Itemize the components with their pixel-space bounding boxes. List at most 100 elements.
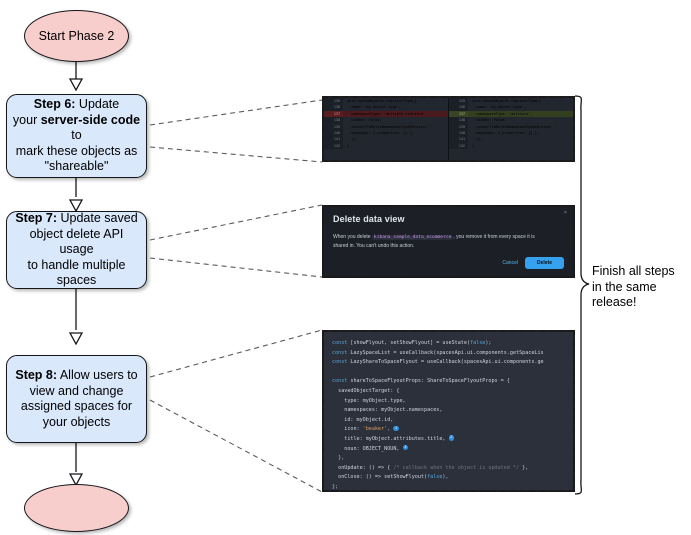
diff-line-number: 142 <box>449 142 468 150</box>
diff-line-number: 138 <box>449 117 468 124</box>
code-token: const <box>332 349 348 356</box>
diff-line-number: 139 <box>449 123 468 130</box>
diff-row: 136 name: 'my-object-type', <box>449 104 573 111</box>
diff-row: 140 mappings: { properties: {} }, <box>324 129 448 137</box>
node-finish-phase-2[interactable] <box>24 484 129 532</box>
modal-body-prefix: When you delete <box>333 234 372 240</box>
code-line: namespaces: myObject.namespaces, <box>332 406 565 416</box>
release-brace <box>574 95 590 495</box>
code-line: title: myObject.attributes.title, 2 <box>332 435 565 445</box>
code-token: onClose: () => setShowFlyout( <box>332 474 428 481</box>
modal-body: When you delete kibana_sample_data_ecomm… <box>333 233 548 250</box>
close-icon[interactable]: × <box>563 210 567 216</box>
code-token: 'beaker' <box>362 426 388 433</box>
code-annotation-badge: 2 <box>448 435 455 441</box>
code-line: type: myObject.type, <box>332 397 565 407</box>
code-token: , <box>387 426 394 433</box>
diff-row: 138 hidden: false, <box>449 117 573 124</box>
diff-line-code: core.savedObjects.registerType({ <box>472 99 542 103</box>
diff-line-number: 140 <box>324 129 343 137</box>
diff-line-number: 136 <box>324 104 343 111</box>
diff-line-code: } <box>472 143 475 148</box>
code-token: ); <box>485 340 492 346</box>
code-token: false <box>470 340 486 346</box>
diff-line-number: 136 <box>449 104 468 111</box>
code-line: icon: 'beaker', 1 <box>332 425 565 435</box>
code-block: const [showFlyout, setShowFlyout] = useS… <box>324 332 573 490</box>
code-token: onUpdate: () => { <box>332 464 394 471</box>
diff-line-code: convertToMultiNamespaceTypeVersion: ' <box>476 124 557 129</box>
cancel-button[interactable]: Cancel <box>502 259 518 266</box>
diff-line-code: } <box>347 143 350 148</box>
diff-row: 139 convertToMultiNamespaceTypeVersion: … <box>449 123 573 130</box>
code-token: }; <box>332 483 339 490</box>
diff-line-code: core.savedObjects.registerType({ <box>347 99 417 103</box>
diff-line-code: mappings: { properties: {} }, <box>351 130 415 135</box>
diff-line-number: 141 <box>449 136 468 143</box>
code-line: savedObjectTarget: { <box>332 387 565 397</box>
code-line: onClose: () => setShowFlyout(false), <box>332 473 565 483</box>
code-token: false <box>427 474 443 481</box>
code-line: onUpdate: () => { /* callback when the o… <box>332 464 565 474</box>
code-token: shareToSpaceFlyoutProps: ShareToSpaceFly… <box>347 378 510 385</box>
code-token: /* callback when the object is updated *… <box>393 464 520 471</box>
diff-line-code: convertToMultiNamespaceTypeVersion: ' <box>351 124 432 129</box>
node-start-phase-2[interactable]: Start Phase 2 <box>24 10 129 62</box>
diff-line-code: }); <box>347 137 358 142</box>
code-token: LazySpaceList = useCallback(spacesApi.ui… <box>347 349 544 356</box>
code-token: const <box>332 359 348 366</box>
code-token: title: myObject.attributes.title, <box>332 435 449 442</box>
screenshot-share-to-space-code[interactable]: const [showFlyout, setShowFlyout] = useS… <box>322 330 575 492</box>
code-token: const <box>332 378 348 385</box>
diff-line-code: mappings: { properties: {} }, <box>476 130 540 135</box>
diff-line-number: 137 <box>324 110 343 118</box>
screenshot-delete-data-view[interactable]: × Delete data view When you delete kiban… <box>322 205 575 278</box>
diff-line-code: name: 'my-object-type', <box>351 105 402 110</box>
diff-line-number: 139 <box>324 123 343 130</box>
diff-line-code: name: 'my-object-type', <box>476 105 527 110</box>
diff-line-number: 142 <box>324 142 343 150</box>
diff-row: 138 hidden: false, <box>324 117 448 124</box>
code-line: }, <box>332 454 565 464</box>
code-line: const LazyShareToSpaceFlyout = useCallba… <box>332 358 565 368</box>
modal-actions: Cancel Delete <box>502 256 564 269</box>
code-token: id: myObject.id, <box>332 416 394 423</box>
code-line: id: myObject.id, <box>332 416 565 426</box>
diff-row: 137 namespaceType: 'multiple', <box>449 110 573 118</box>
modal-body-code: kibana_sample_data_ecommerce <box>371 235 454 240</box>
diff-line-code: }); <box>472 137 483 142</box>
delete-button[interactable]: Delete <box>524 256 564 269</box>
node-start-label: Start Phase 2 <box>38 29 115 43</box>
diff-line-code: namespaceType: 'multiple', <box>476 111 533 116</box>
diff-line-code: hidden: false, <box>476 118 507 123</box>
modal-title: Delete data view <box>333 214 405 224</box>
delete-data-view-modal: × Delete data view When you delete kiban… <box>324 207 573 276</box>
diff-row: 141 }); <box>449 136 573 143</box>
callout-lines <box>149 99 323 493</box>
diff-row: 141 }); <box>324 136 448 143</box>
code-token: namespaces: myObject.namespaces, <box>332 407 443 414</box>
diff-row: 137 namespaceType: 'multiple-isolated', <box>324 110 448 118</box>
code-token: savedObjectTarget: { <box>332 387 400 394</box>
code-line: const LazySpaceList = useCallback(spaces… <box>332 349 565 359</box>
code-line <box>332 368 565 378</box>
diff-line-code: hidden: false, <box>351 118 382 123</box>
code-line: const [showFlyout, setShowFlyout] = useS… <box>332 339 565 349</box>
diff-row: 140 mappings: { properties: {} }, <box>449 129 573 137</box>
code-annotation-badge: 1 <box>393 425 399 432</box>
diff-row: 136 name: 'my-object-type', <box>324 104 448 111</box>
diff-line-number: 140 <box>449 129 468 137</box>
code-line: }; <box>332 483 565 490</box>
